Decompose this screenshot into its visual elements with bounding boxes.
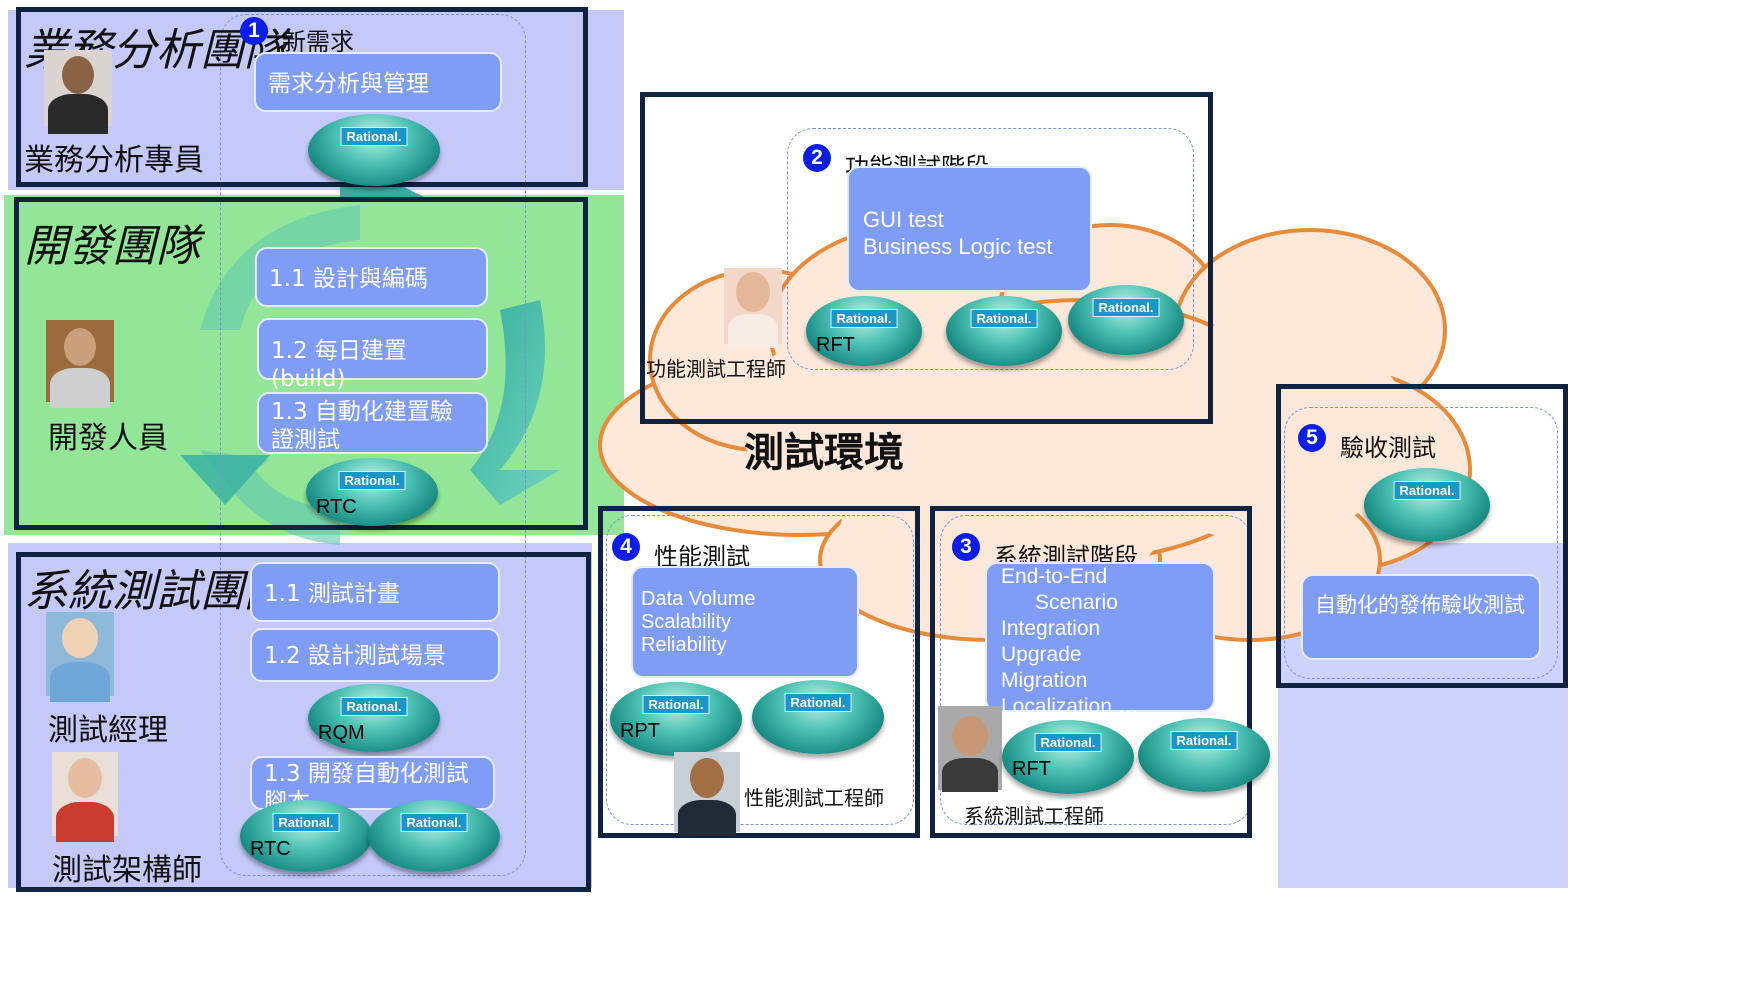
developer-photo [46,320,114,408]
requirements-box: 需求分析與管理 [254,52,502,112]
performance-engineer-photo [674,752,740,836]
rational-disk: Rational. [308,114,440,186]
system-engineer-label: 系統測試工程師 [964,804,1104,828]
functional-frame [640,92,1213,424]
rational-rft-disk-2: Rational.RFT [1002,720,1134,794]
development-team-title: 開發團隊 [24,221,200,272]
acceptance-phase-lane [1284,407,1558,679]
business-analyst-role: 業務分析專員 [24,143,204,178]
performance-box: Data Volume Scalability Reliability [631,566,859,678]
rational-disk-5: Rational. [752,680,884,754]
rational-rtc-disk-2: Rational.RTC [240,800,372,872]
system-test-team-title: 系統測試團隊 [24,566,288,617]
rational-disk-3: Rational. [946,296,1062,366]
build-verification-box: 1.3 自動化建置驗證測試 [257,392,488,454]
system-phase-frame [930,506,1252,838]
test-architect-photo [52,752,118,842]
system-scope-box: End-to-End Scenario Integration Upgrade … [985,562,1215,718]
new-requirement-label: 新需求 [282,28,354,56]
functional-phase-lane [787,128,1194,370]
acceptance-frame [1276,384,1568,688]
development-frame [14,197,588,530]
system-test-frame [16,552,591,892]
rational-disk-6: Rational. [1138,718,1270,792]
step-3-badge: 3 [952,533,980,561]
functional-engineer-label: 功能測試工程師 [646,357,786,381]
acceptance-phase-title: 驗收測試 [1340,434,1436,462]
test-architect-role: 測試架構師 [52,853,202,888]
rational-disk-7: Rational. [1364,468,1490,542]
developer-role: 開發人員 [48,421,168,456]
team-dashed-lane [220,14,526,876]
functional-phase-title: 功能測試階段 [845,147,989,181]
gui-logic-box: GUI test Business Logic test [847,166,1092,292]
test-plan-box: 1.1 測試計畫 [250,562,500,622]
performance-engineer-label: 性能測試工程師 [744,786,884,810]
test-environment-title: 測試環境 [744,430,904,476]
acceptance-box: 自動化的發佈驗收測試 [1301,574,1541,660]
functional-engineer-photo [724,268,782,348]
test-manager-role: 測試經理 [48,713,168,748]
rational-disk-4: Rational. [1068,285,1184,355]
rational-rtc-disk: Rational.RTC [306,458,438,526]
design-code-box: 1.1 設計與編碼 [255,247,488,307]
test-scenario-box: 1.2 設計測試場景 [250,628,500,682]
rational-rqm-disk: Rational.RQM [308,684,440,752]
step-5-badge: 5 [1298,424,1326,452]
daily-build-box: 1.2 每日建置(build) [257,318,488,392]
business-analyst-photo [44,50,112,134]
rational-rpt-disk: Rational.RPT [610,682,742,756]
test-manager-photo [46,612,114,702]
system-engineer-photo [938,706,1002,792]
step-4-badge: 4 [612,533,640,561]
performance-phase-lane [606,515,914,825]
business-frame [16,7,588,187]
performance-frame [598,506,920,838]
step-1-badge: 1 [240,17,268,45]
rational-rft-disk: Rational.RFT [806,296,922,366]
step-2-badge: 2 [803,144,831,172]
rational-disk-2: Rational. [368,800,500,872]
